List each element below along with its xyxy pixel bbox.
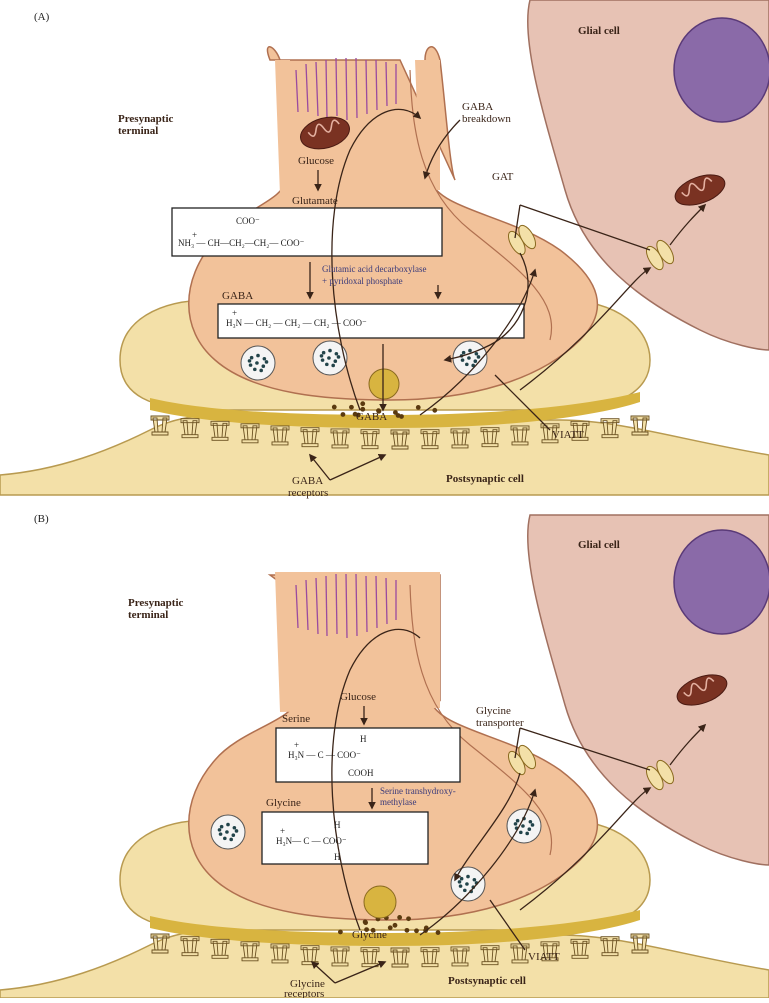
presynaptic-label-line-1: Presynaptic xyxy=(128,597,184,609)
transmitter-dot xyxy=(393,923,398,928)
viatt-label: VIATT xyxy=(528,951,560,963)
transmitter-dot xyxy=(393,410,398,415)
transmitter-dot xyxy=(416,405,421,410)
transporter-label-line-1: Glycine xyxy=(476,705,511,717)
glucose-label: Glucose xyxy=(340,691,376,703)
transmitter-dot xyxy=(332,405,337,410)
transmitter-dot xyxy=(406,916,411,921)
transmitter-dot xyxy=(432,408,437,413)
glial-nucleus xyxy=(674,530,769,634)
transporter-label-line-2: transporter xyxy=(476,717,524,729)
transmitter-dot xyxy=(349,405,354,410)
transmitter-dot xyxy=(405,928,410,933)
breakdown-label-line-2: breakdown xyxy=(462,113,511,125)
postsynaptic-label: Postsynaptic cell xyxy=(448,975,526,987)
product-formula-main: H₃N— C — COO⁻ xyxy=(276,836,347,846)
synaptic-vesicle-icon xyxy=(211,815,245,849)
transmitter-dot xyxy=(338,930,343,935)
transporter-label: GAT xyxy=(492,171,514,183)
precursor-label: Glutamate xyxy=(292,195,338,207)
enzyme-label-line-2: + pyridoxal phosphate xyxy=(322,276,403,286)
product-formula-charge: + xyxy=(280,826,285,836)
receptors-label-line-1: GABA xyxy=(292,475,323,487)
product-formula-main: H₃N — CH₂ — CH₂ — CH₂ — COO⁻ xyxy=(226,318,367,328)
precursor-formula-main: H₃N — C — COO⁻ xyxy=(288,750,361,760)
transmitter-dot xyxy=(436,930,441,935)
cleft-label: GABA xyxy=(356,411,387,423)
synaptic-vesicle-icon xyxy=(364,886,396,918)
precursor-formula-main: NH₃ — CH—CH₂—CH₂— COO⁻ xyxy=(178,238,305,248)
synaptic-vesicle-icon xyxy=(241,346,275,380)
precursor-formula-sub: COOH xyxy=(348,768,374,778)
glial-cell-label: Glial cell xyxy=(578,539,620,551)
panel-a: (A) Glial cell Presynaptic terminal GABA… xyxy=(0,0,769,499)
transmitter-dot xyxy=(388,925,393,930)
enzyme-label-line-1: Serine transhydroxy- xyxy=(380,786,456,796)
transmitter-dot xyxy=(341,412,346,417)
product-label: Glycine xyxy=(266,797,301,809)
presynaptic-label-line-1: Presynaptic xyxy=(118,113,174,125)
receptor-icon xyxy=(631,416,649,435)
presynaptic-label-line-2: terminal xyxy=(118,125,158,137)
transmitter-dot xyxy=(414,928,419,933)
presynaptic-label-line-2: terminal xyxy=(128,609,168,621)
enzyme-label-line-2: methylase xyxy=(380,797,417,807)
product-formula-top: H xyxy=(334,820,341,830)
precursor-formula-top: H xyxy=(360,734,367,744)
synaptic-vesicle-icon xyxy=(369,369,399,399)
glial-nucleus xyxy=(674,18,769,122)
receptors-label-line-2: receptors xyxy=(284,988,324,998)
panel-label: (A) xyxy=(34,11,50,23)
postsynaptic-label: Postsynaptic cell xyxy=(446,473,524,485)
breakdown-label-line-1: GABA xyxy=(462,101,493,113)
glial-cell-label: Glial cell xyxy=(578,25,620,37)
product-formula-charge: + xyxy=(232,308,237,318)
panel-label: (B) xyxy=(34,513,49,525)
precursor-label: Serine xyxy=(282,713,310,725)
cleft-label: Glycine xyxy=(352,929,387,941)
viatt-label: VIATT xyxy=(552,429,584,441)
transmitter-dot xyxy=(397,915,402,920)
receptors-label-line-2: receptors xyxy=(288,487,328,499)
product-formula-sub: H xyxy=(334,852,341,862)
enzyme-label-line-1: Glutamic acid decarboxylase xyxy=(322,264,426,274)
synaptic-vesicle-icon xyxy=(451,867,485,901)
precursor-formula-box xyxy=(172,208,442,256)
precursor-formula-top: COO⁻ xyxy=(236,216,260,226)
glucose-label: Glucose xyxy=(298,155,334,167)
panel-b: (B) Glial cell Presynaptic terminal Glyc… xyxy=(0,513,769,998)
precursor-formula-charge: + xyxy=(294,740,299,750)
transmitter-dot xyxy=(363,920,368,925)
transmitter-dot xyxy=(360,401,365,406)
product-label: GABA xyxy=(222,290,253,302)
